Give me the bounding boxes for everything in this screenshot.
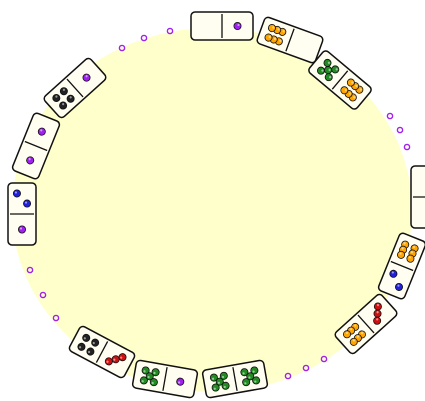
pip-shine [20,227,22,229]
pip-shine [237,24,239,26]
pip [23,200,30,207]
pip-shine [25,201,27,203]
domino-tile-2-1[interactable] [8,183,36,245]
empty-slot-marker[interactable] [404,144,409,149]
domino-tile-1-0[interactable] [191,12,253,40]
bottom-half-1 [18,226,25,233]
pip [18,226,25,233]
empty-slot-marker[interactable] [387,113,392,118]
top-half-1 [234,22,241,29]
pip [234,22,241,29]
pip [13,190,20,197]
empty-slot-marker[interactable] [397,127,402,132]
pip-shine [15,191,17,193]
domino-tile-0-0[interactable] [411,166,425,228]
